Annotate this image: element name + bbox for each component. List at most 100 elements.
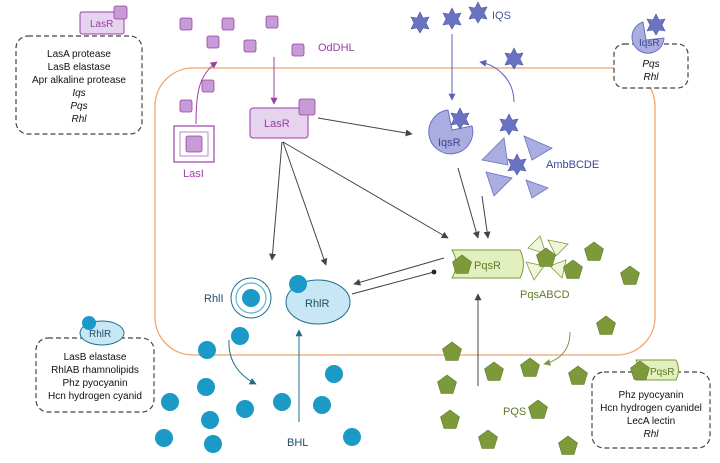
ambbcde-to-pqsr-arrow <box>481 195 491 239</box>
iqs-molecule <box>507 153 527 176</box>
lasr-target-line: Apr alkaline protease <box>32 75 126 86</box>
pqsr-label: PqsR <box>474 260 501 272</box>
rhlr-label: RhlR <box>305 298 330 310</box>
iqsr-label: IqsR <box>438 137 461 149</box>
lasr-to-iqsr-arrow <box>317 117 413 137</box>
lasr-target-line: LasA protease <box>47 49 111 60</box>
pqs-molecule <box>596 315 616 335</box>
iqsr-receptor <box>428 107 474 155</box>
pqs-molecule <box>442 341 462 361</box>
cell-membrane <box>154 67 656 356</box>
iqs-molecule <box>410 11 430 34</box>
oddhl-label: OdDHL <box>318 42 355 54</box>
pqs-molecule <box>478 429 498 449</box>
rhlr-inhibits-pqsr-line <box>351 269 437 295</box>
iqs-molecule <box>450 107 470 130</box>
iqsr-target-line: Rhl <box>643 72 659 83</box>
rhlr-target-line: RhlAB rhamnolipids <box>51 365 139 376</box>
lasr-receptor <box>249 98 316 139</box>
lasr-to-rhlr-arrow <box>282 141 328 266</box>
iqsr-to-pqsr-arrow <box>457 167 480 239</box>
lasr-to-pqsr-arrow <box>282 141 449 239</box>
pqs-molecule <box>528 399 548 419</box>
lasi-synthase <box>173 125 215 163</box>
pqs-molecule <box>563 259 583 279</box>
pqs-molecule <box>558 435 578 455</box>
lasr-label: LasR <box>264 118 290 130</box>
rhlr-target-line: LasB elastase <box>64 352 127 363</box>
oddhl-molecule <box>243 39 257 53</box>
bhl-molecule <box>155 429 173 447</box>
bhl-molecule <box>325 365 343 383</box>
pqsabcd-to-pqs-arrow <box>543 331 571 366</box>
pqsr-box-title: PqsR <box>650 367 674 378</box>
pqsr-to-rhlr-arrow <box>353 257 445 286</box>
pqs-molecule <box>584 241 604 261</box>
bhl-molecule <box>313 396 331 414</box>
lasi-to-oddhl-arrow <box>195 61 218 125</box>
bhl-molecule <box>231 327 249 345</box>
oddhl-molecules <box>179 15 305 113</box>
lasr-target-line: Iqs <box>72 88 85 99</box>
iqsr-targets-box: IqsR Pqs Rhl <box>613 13 689 89</box>
bhl-molecule <box>236 400 254 418</box>
lasr-box-title: LasR <box>90 19 113 30</box>
pqsr-target-line: LecA lectin <box>627 416 675 427</box>
pqsr-targets-box: PqsR Phz pyocyanin Hcn hydrogen cyanidel… <box>591 359 711 449</box>
iqs-molecule <box>499 113 519 136</box>
lasr-to-rhli-arrow <box>269 141 283 261</box>
rhlr-targets-box: RhlR LasB elastase RhlAB rhamnolipids Ph… <box>35 316 155 413</box>
rhli-to-bhl-arrow <box>228 339 257 385</box>
bhl-molecule <box>197 378 215 396</box>
oddhl-molecule <box>206 35 220 49</box>
rhli-label: RhlI <box>204 293 224 305</box>
oddhl-molecule <box>265 15 279 29</box>
rhlr-box-title: RhlR <box>89 329 111 340</box>
bhl-molecules <box>155 327 361 453</box>
oddhl-molecule <box>179 17 193 31</box>
lasr-target-line: LasB elastase <box>48 62 111 73</box>
iqs-molecule <box>468 1 488 24</box>
iqs-molecules <box>410 1 527 176</box>
bhl-molecule <box>343 428 361 446</box>
iqs-molecule <box>504 47 524 70</box>
pqs-molecule <box>620 265 640 285</box>
pqsr-target-line: Hcn hydrogen cyanidel <box>600 403 702 414</box>
lasr-targets-box: LasR LasA protease LasB elastase Apr alk… <box>15 5 143 135</box>
ambbcde-to-iqs-arrow <box>479 59 515 103</box>
iqsr-target-line: Pqs <box>642 59 659 70</box>
pqsabcd-label: PqsABCD <box>520 289 570 301</box>
bhl-molecule <box>161 393 179 411</box>
pqsr-receptor <box>451 249 524 279</box>
pqsr-target-line: Phz pyocyanin <box>618 390 683 401</box>
lasi-label: LasI <box>183 168 204 180</box>
pqs-molecule <box>520 357 540 377</box>
bhl-molecule <box>204 435 222 453</box>
pqs-molecule <box>568 365 588 385</box>
rhli-synthase <box>230 277 272 319</box>
pqsr-target-line: Rhl <box>643 429 659 440</box>
pqs-molecule <box>440 409 460 429</box>
bhl-label: BHL <box>287 437 308 449</box>
bhl-molecule <box>273 393 291 411</box>
iqs-label: IQS <box>492 10 511 22</box>
bhl-molecule <box>201 411 219 429</box>
lasr-target-line: Rhl <box>71 114 87 125</box>
oddhl-molecule <box>291 43 305 57</box>
ambbcde-label: AmbBCDE <box>546 159 599 171</box>
pqs-label: PQS <box>503 406 526 418</box>
oddhl-molecule <box>298 98 316 116</box>
oddhl-molecule <box>185 135 203 153</box>
pqsabcd-enzymes <box>525 235 569 281</box>
bhl-molecule <box>198 341 216 359</box>
rhlr-receptor <box>285 275 351 325</box>
pqs-molecule <box>437 374 457 394</box>
ambbcde-enzymes <box>481 135 553 199</box>
iqs-molecule <box>442 7 462 30</box>
pqs-molecule <box>484 361 504 381</box>
rhlr-target-line: Hcn hydrogen cyanid <box>48 391 142 402</box>
rhlr-target-line: Phz pyocyanin <box>62 378 127 389</box>
oddhl-molecule <box>221 17 235 31</box>
